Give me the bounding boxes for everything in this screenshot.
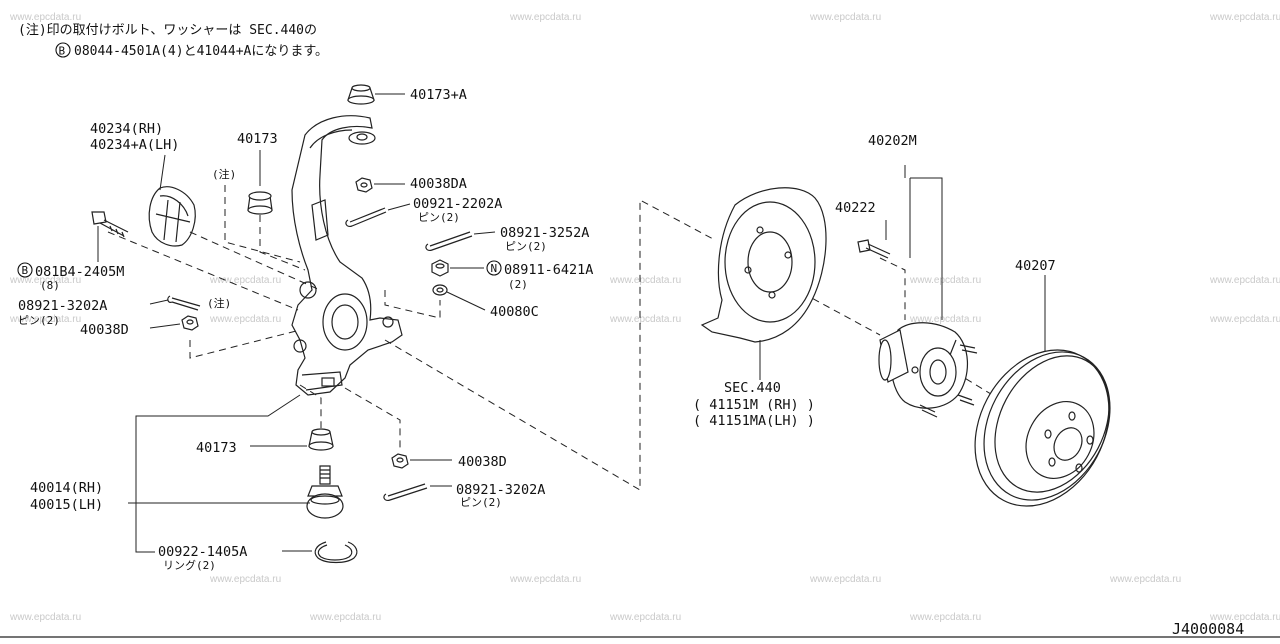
diagram-code: J4000084: [1172, 620, 1244, 638]
watermark: www.epcdata.ru: [909, 275, 981, 286]
watermark: www.epcdata.ru: [909, 314, 981, 325]
label-40038d-lower: 40038D: [458, 454, 507, 470]
watermark: www.epcdata.ru: [209, 275, 281, 286]
label-40038da: 40038DA: [410, 176, 467, 192]
nut-08911: [431, 259, 484, 277]
label-40222: 40222: [835, 200, 876, 216]
hub-bearing-assembly: [878, 165, 978, 418]
label-40173: 40173: [237, 131, 278, 147]
label-41151m-rh: ( 41151M (RH) ): [693, 397, 815, 413]
circled-n-mark: [486, 260, 502, 276]
watermark: www.epcdata.ru: [9, 275, 81, 286]
ball-joint-40014: [306, 465, 344, 519]
label-08921-3202a-lower-sub: ピン(2): [460, 496, 502, 509]
label-40038d: 40038D: [80, 322, 129, 338]
nut-40038d-left: [149, 315, 199, 331]
upper-ball-joint-boot: [347, 84, 405, 145]
dust-cover-40234: [148, 154, 196, 247]
circled-b-mark-2: [17, 262, 33, 278]
nut-40038da: [355, 177, 405, 193]
label-08911-6421a: 08911-6421A: [504, 262, 593, 278]
circled-b-letter-2: B: [22, 264, 29, 277]
label-081b4-sub: (8): [40, 279, 60, 292]
watermark: www.epcdata.ru: [909, 612, 981, 623]
steering-knuckle: [291, 115, 403, 396]
cotter-pin-08921-3252: [425, 231, 496, 251]
part-labels: 40173+A 40173 40234(RH) 40234+A(LH) (注) …: [17, 87, 1056, 572]
label-00921-sub: ピン(2): [418, 211, 460, 224]
ball-joint-leaders: [128, 394, 310, 553]
label-081b4-2405m: 081B4-2405M: [35, 264, 124, 280]
label-08921-3202a: 08921-3202A: [18, 298, 107, 314]
label-note-mark-1: (注): [212, 167, 236, 181]
circled-b-mark: [55, 42, 71, 58]
circled-n-letter: N: [491, 262, 498, 275]
label-40173-a: 40173+A: [410, 87, 467, 103]
nut-40038d-right: [391, 453, 452, 469]
watermark: www.epcdata.ru: [609, 612, 681, 623]
watermark: www.epcdata.ru: [809, 574, 881, 585]
watermark: www.epcdata.ru: [309, 612, 381, 623]
watermark: www.epcdata.ru: [1209, 12, 1280, 23]
label-08921-3252a: 08921-3252A: [500, 225, 589, 241]
label-08921-3202a-sub: ピン(2): [18, 314, 60, 327]
note-line-1: (注)印の取付けボルト、ワッシャーは SEC.440の: [18, 23, 317, 38]
bolt-081b4: [91, 211, 129, 262]
label-08911-sub: (2): [508, 278, 528, 291]
snap-ring-00922: [282, 541, 358, 564]
label-40173-lower: 40173: [196, 440, 237, 456]
label-08921-3202a-lower: 08921-3202A: [456, 482, 545, 498]
cotter-pin-08921-3202-lower: [383, 483, 452, 501]
watermark: www.epcdata.ru: [509, 12, 581, 23]
label-40207: 40207: [1015, 258, 1056, 274]
cotter-pin-08921-3202: [149, 295, 201, 311]
watermark: www.epcdata.ru: [809, 12, 881, 23]
cotter-pin-00921: [345, 203, 411, 227]
watermark: www.epcdata.ru: [609, 314, 681, 325]
label-40234-rh: 40234(RH): [90, 121, 163, 137]
watermark: www.epcdata.ru: [1209, 275, 1280, 286]
circled-b-letter: B: [59, 45, 66, 58]
label-sec-440: SEC.440: [724, 380, 781, 396]
note-block: (注)印の取付けボルト、ワッシャーは SEC.440の B 08044-4501…: [18, 23, 328, 59]
watermarks: www.epcdata.ru www.epcdata.ru www.epcdat…: [9, 12, 1280, 623]
watermark: www.epcdata.ru: [209, 314, 281, 325]
brake-disc-rotor: [974, 275, 1111, 507]
watermark: www.epcdata.ru: [9, 12, 81, 23]
watermark: www.epcdata.ru: [1209, 612, 1280, 623]
backing-plate: [700, 187, 827, 380]
lower-bushing-40173: [250, 428, 334, 451]
watermark: www.epcdata.ru: [9, 612, 81, 623]
watermark: www.epcdata.ru: [509, 574, 581, 585]
watermark: www.epcdata.ru: [609, 275, 681, 286]
label-note-mark-2: (注): [207, 296, 231, 310]
bolt-40222: [857, 239, 891, 259]
label-00922-sub: リング(2): [163, 558, 216, 572]
watermark: www.epcdata.ru: [1109, 574, 1181, 585]
label-40234-a-lh: 40234+A(LH): [90, 137, 179, 153]
watermark: www.epcdata.ru: [209, 574, 281, 585]
label-08921-3252a-sub: ピン(2): [505, 240, 547, 253]
label-40202m: 40202M: [868, 133, 917, 149]
watermark: www.epcdata.ru: [9, 314, 81, 325]
knuckle-bushing: [247, 150, 273, 215]
note-line-2: 08044-4501A(4)と41044+Aになります。: [74, 44, 328, 59]
label-40080c: 40080C: [490, 304, 539, 320]
label-40014-rh: 40014(RH): [30, 480, 103, 496]
label-00922-1405a: 00922-1405A: [158, 544, 247, 560]
label-00921-2202a: 00921-2202A: [413, 196, 502, 212]
label-40015-lh: 40015(LH): [30, 497, 103, 513]
watermark: www.epcdata.ru: [1209, 314, 1280, 325]
washer-40080c: [432, 284, 486, 311]
label-41151ma-lh: ( 41151MA(LH) ): [693, 413, 815, 429]
